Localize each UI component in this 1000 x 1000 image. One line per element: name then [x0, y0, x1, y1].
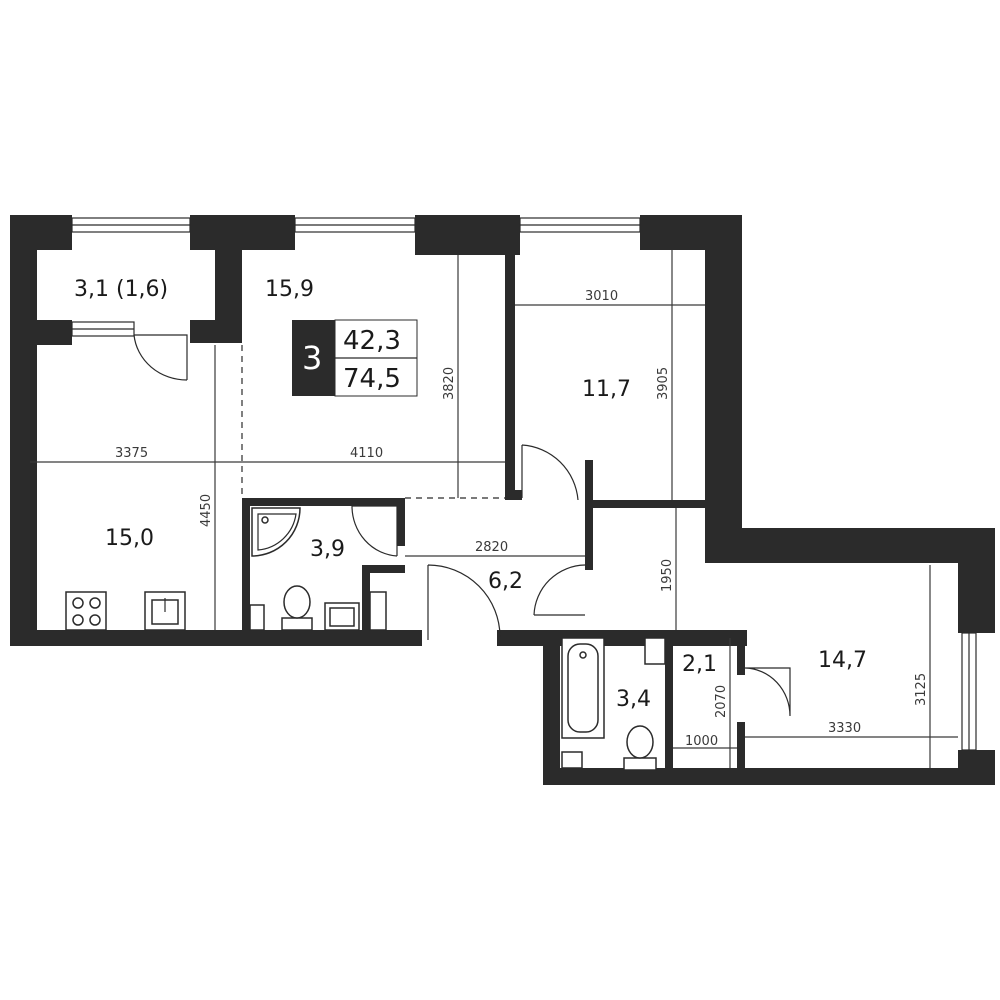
kitchen-sink-icon: [144, 591, 186, 631]
dim-3125: 3125: [914, 673, 929, 706]
wall-bedroom-bottom: [585, 500, 705, 508]
wall-shower-left: [242, 498, 250, 633]
dim-2070: 2070: [714, 685, 729, 718]
wall-bedroom-left: [505, 255, 515, 500]
windows: [71, 217, 977, 751]
wall-pillar-1: [190, 215, 295, 250]
dim-4450: 4450: [199, 494, 214, 527]
wall-wc-right: [737, 630, 745, 675]
wall-pillar-2: [415, 215, 520, 255]
dim-3820: 3820: [442, 367, 457, 400]
bathtub-icon: [561, 637, 605, 739]
dim-4110: 4110: [350, 446, 383, 461]
wall-bedroom-left-foot: [505, 490, 522, 500]
door-room-right: [533, 564, 586, 616]
room-area-kitchen: 15,0: [105, 526, 154, 551]
door-entrance: [427, 564, 501, 640]
room-area-right: 14,7: [818, 648, 867, 673]
wall-shower-right-low: [362, 565, 405, 573]
wall-step-join: [705, 500, 742, 563]
room-area-hall: 6,2: [488, 569, 523, 594]
door-wc: [744, 667, 791, 717]
shower-icon: [251, 507, 301, 557]
wall-hall-right: [585, 500, 593, 570]
walls: [10, 215, 995, 785]
room-area-living: 15,9: [265, 277, 314, 302]
wall-bath-left: [543, 630, 560, 785]
dim-1000: 1000: [685, 734, 718, 749]
wall-bedroom-stub: [585, 460, 593, 508]
wall-shower-right-stub: [362, 565, 370, 633]
wall-wc-left: [665, 638, 673, 773]
stove-icon: [65, 591, 107, 631]
wall-left-outer: [10, 215, 37, 645]
area-badge: 3 42,3 74,5: [292, 319, 418, 397]
dim-3375: 3375: [115, 446, 148, 461]
room-area-wc: 2,1: [682, 652, 717, 677]
wall-kitchen-stub: [37, 320, 72, 345]
wall-shower-top: [242, 498, 404, 506]
fixtures: [65, 507, 666, 771]
wall-right-step: [705, 528, 995, 563]
wall-bath-top: [543, 630, 743, 638]
toilet-icon: [623, 725, 657, 771]
dim-2820: 2820: [475, 540, 508, 555]
dim-3330: 3330: [828, 721, 861, 736]
room-area-balcony: 3,1 (1,6): [74, 277, 168, 302]
rooms-count: 3: [302, 339, 322, 377]
dashed-partitions: [241, 345, 505, 499]
wall-shower-right: [397, 498, 405, 546]
wall-right-upper: [705, 215, 742, 528]
room-area-bathroom: 3,4: [616, 687, 651, 712]
dim-1950: 1950: [660, 559, 675, 592]
wall-wc-right-low: [737, 722, 745, 772]
door-bedroom: [521, 444, 579, 501]
doors: [133, 334, 791, 717]
toilet-icon: [281, 585, 313, 631]
door-balcony: [133, 334, 188, 381]
dimension-lines: [30, 250, 958, 768]
living-area: 42,3: [343, 326, 401, 356]
sink-icon: [324, 602, 360, 631]
total-area: 74,5: [343, 364, 401, 394]
dim-3905: 3905: [656, 367, 671, 400]
door-shower: [351, 505, 398, 557]
boiler-icon: [369, 591, 387, 631]
dim-3010: 3010: [585, 289, 618, 304]
room-area-shower: 3,9: [310, 537, 345, 562]
room-area-bedroom: 11,7: [582, 377, 631, 402]
wc-sink-icon: [644, 637, 666, 665]
wall-balcony-corner: [190, 320, 242, 343]
wall-bottom-left: [10, 630, 422, 646]
shelf-icon: [249, 604, 265, 631]
wall-far-right-top: [958, 528, 995, 633]
corner-shelf-icon: [561, 751, 583, 769]
wall-bottom-right: [543, 768, 995, 785]
